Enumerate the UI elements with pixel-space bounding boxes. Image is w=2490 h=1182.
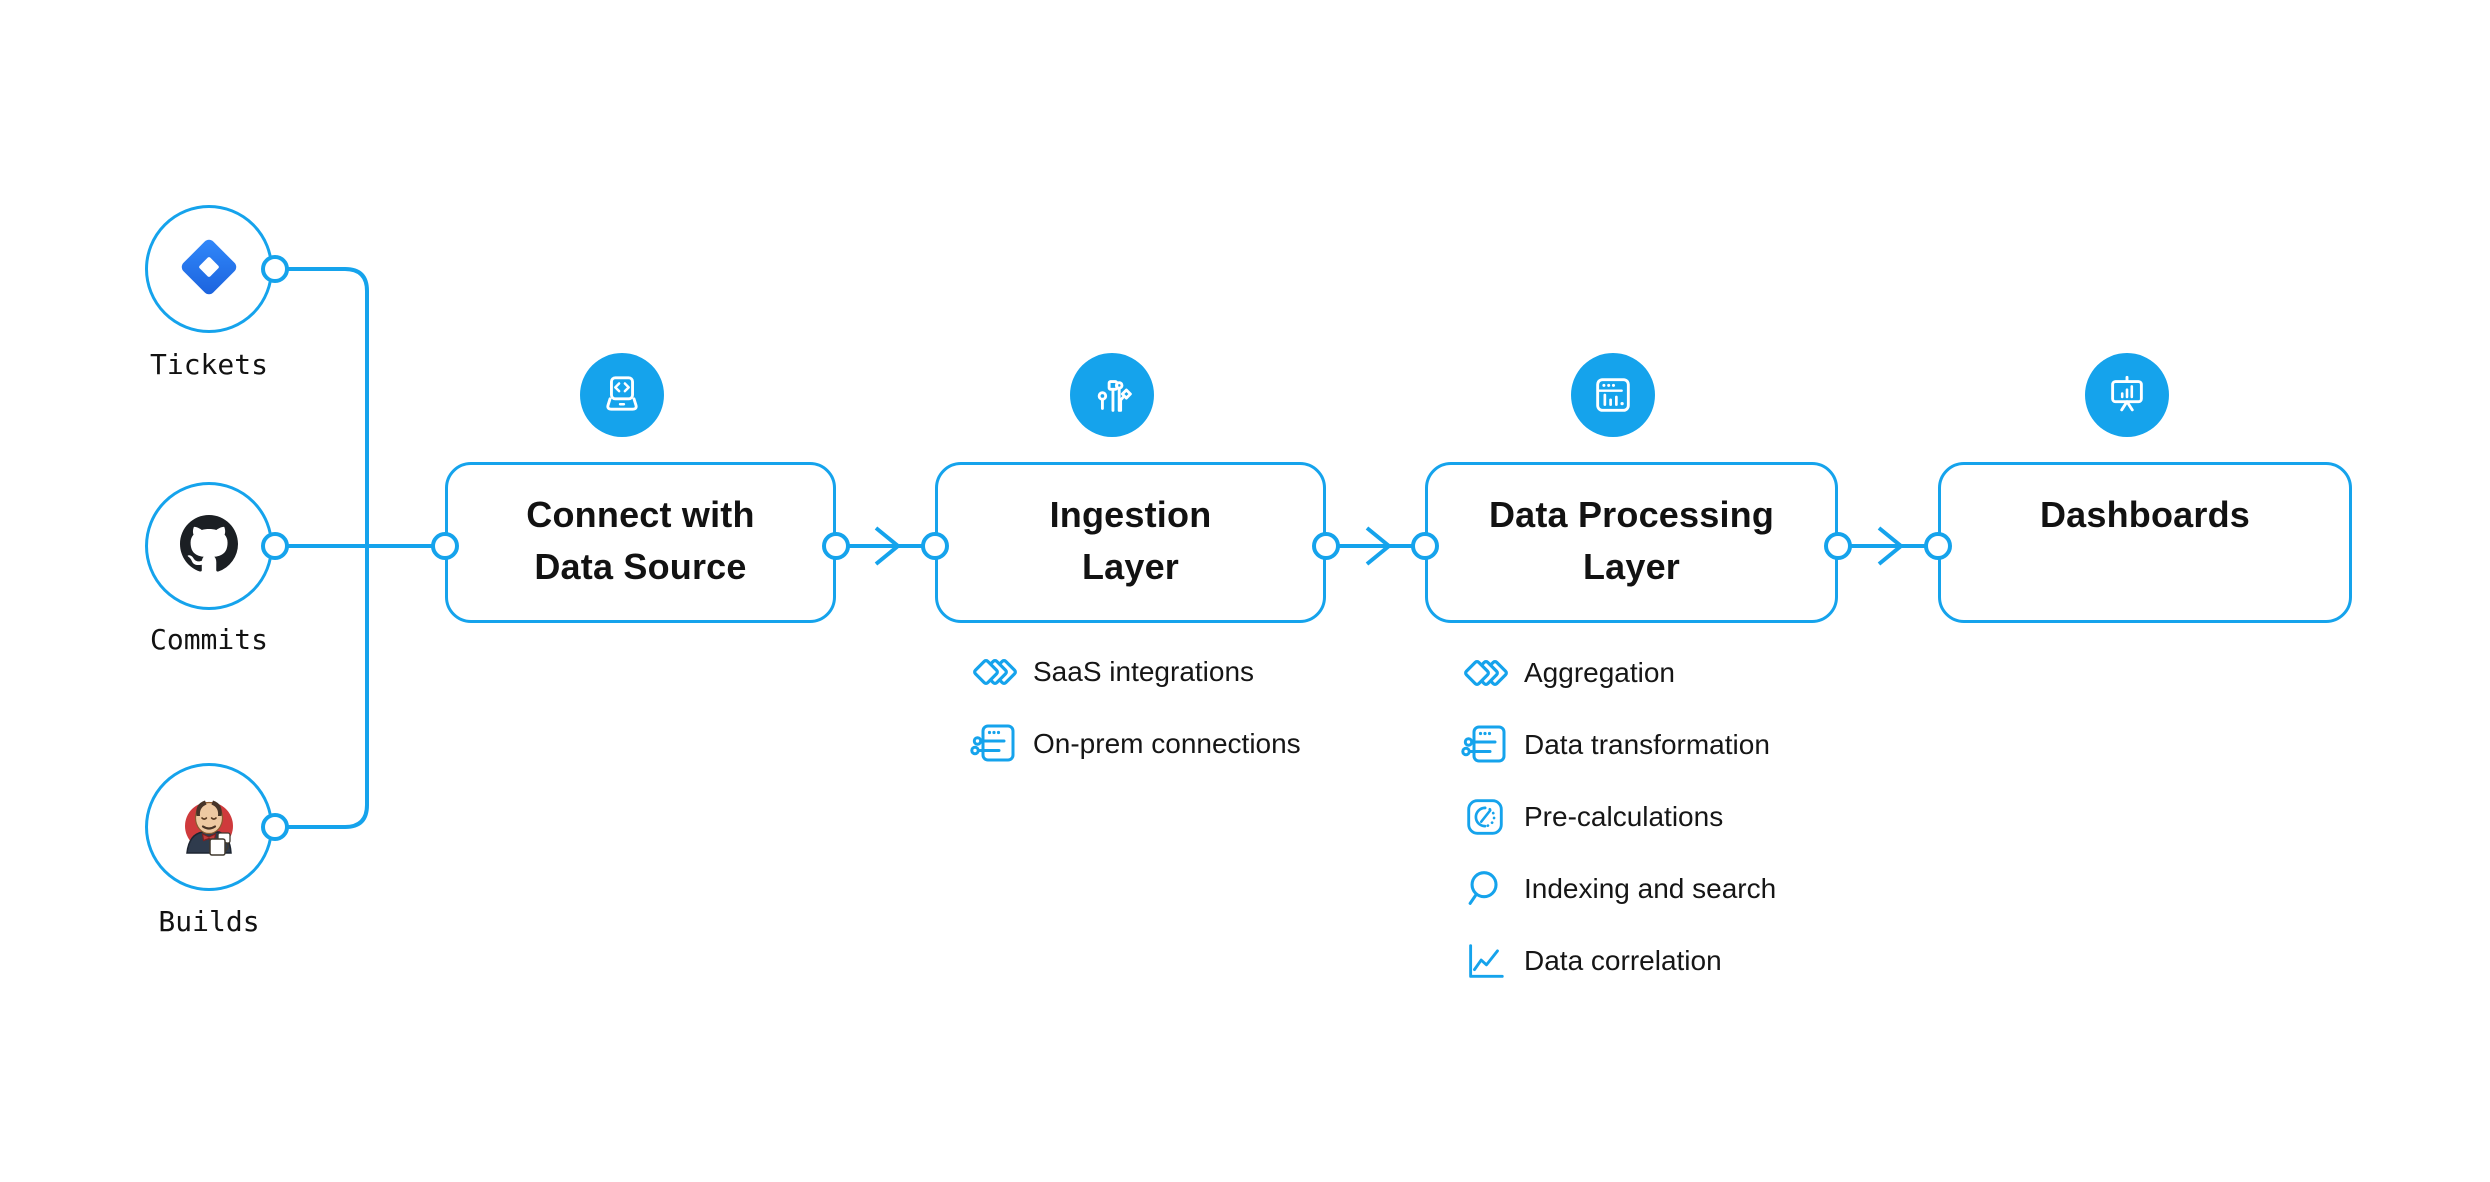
arrowhead-icon	[1877, 526, 1905, 566]
stage-ingestion-layer: Ingestion Layer	[935, 462, 1326, 623]
list-item-label: On-prem connections	[1033, 728, 1301, 759]
window-sliders-icon	[1460, 722, 1510, 768]
window-sliders-icon	[969, 721, 1019, 767]
stacked-diamonds-icon	[969, 651, 1019, 693]
stage-title: Ingestion Layer	[1049, 494, 1212, 587]
window-chart-icon	[1571, 353, 1655, 437]
gauge-icon	[1460, 794, 1510, 840]
source-label-commits: Commits	[149, 623, 268, 656]
arrowhead-icon	[1365, 526, 1393, 566]
jira-icon	[177, 235, 241, 304]
source-tickets	[145, 205, 273, 333]
list-item: SaaS integrations	[969, 636, 1301, 708]
search-icon	[1460, 866, 1510, 912]
ingestion-feature-list: SaaS integrations On-prem connections	[969, 636, 1301, 780]
source-builds	[145, 763, 273, 891]
circuit-icon	[1070, 353, 1154, 437]
list-item: On-prem connections	[969, 708, 1301, 780]
source-commits	[145, 482, 273, 610]
stage-title: Dashboards	[2039, 494, 2251, 535]
list-item: Data correlation	[1460, 925, 1776, 997]
stage-title: Connect with Data Source	[526, 494, 755, 587]
list-item: Pre-calculations	[1460, 781, 1776, 853]
list-item-label: Data correlation	[1524, 945, 1722, 976]
data-processing-feature-list: Aggregation Data transformation	[1460, 637, 1776, 997]
github-icon	[180, 514, 238, 578]
jenkins-icon	[173, 789, 245, 866]
line-chart-icon	[1460, 938, 1510, 984]
stacked-diamonds-icon	[1460, 652, 1510, 694]
list-item: Data transformation	[1460, 709, 1776, 781]
stage-connect-data-source: Connect with Data Source	[445, 462, 836, 623]
stage-data-processing-layer: Data Processing Layer	[1425, 462, 1838, 623]
list-item-label: SaaS integrations	[1033, 656, 1255, 687]
source-label-tickets: Tickets	[149, 348, 268, 381]
list-item: Indexing and search	[1460, 853, 1776, 925]
list-item-label: Aggregation	[1524, 657, 1676, 688]
arrowhead-icon	[874, 526, 902, 566]
list-item-label: Pre-calculations	[1524, 801, 1724, 832]
list-item: Aggregation	[1460, 637, 1776, 709]
list-item-label: Data transformation	[1524, 729, 1770, 760]
stage-dashboards: Dashboards	[1938, 462, 2352, 623]
presentation-chart-icon	[2085, 353, 2169, 437]
laptop-code-icon	[580, 353, 664, 437]
source-label-builds: Builds	[158, 905, 260, 938]
list-item-label: Indexing and search	[1524, 873, 1777, 904]
stage-title: Data Processing Layer	[1488, 494, 1775, 587]
